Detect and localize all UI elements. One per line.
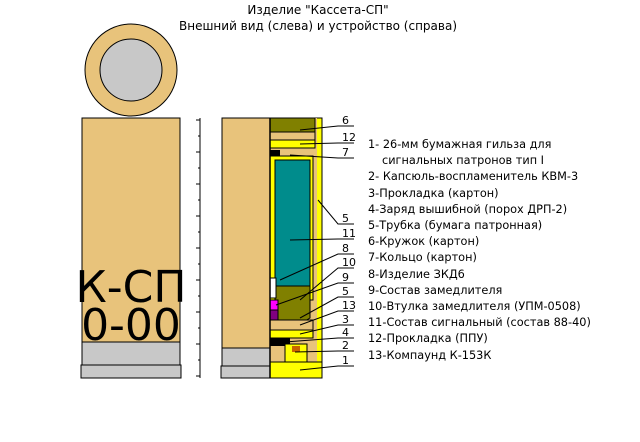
callout-label: 9: [342, 271, 349, 284]
black-insert: [270, 150, 280, 160]
callout-label: 6: [342, 114, 349, 127]
cutaway-view: [220, 117, 323, 379]
callout-leader: [284, 337, 354, 343]
base-section: [269, 361, 323, 379]
delay-composition-9b: [269, 309, 279, 321]
diagram-title: Изделие "Кассета-СП": [247, 3, 389, 17]
callout-leaders: [275, 125, 354, 371]
legend-item-text: 7-Кольцо (картон): [368, 251, 477, 265]
legend-item-text: 1- 26-мм бумажная гильза для: [368, 138, 552, 151]
callout-leader: [299, 365, 354, 371]
callout-label: 5: [342, 285, 349, 298]
external-view: К-СП 0-00: [76, 117, 187, 379]
charge-4: [270, 338, 290, 346]
callout-leader: [289, 238, 354, 241]
compound-13: [269, 319, 314, 331]
legend-item: 8-Изделие ЗКД6: [368, 267, 591, 283]
legend-item-continuation: сигнальных патронов тип I: [382, 154, 545, 168]
callout-leader: [289, 154, 354, 159]
legend-item-text: 13-Компаунд К-153К: [368, 348, 492, 362]
case-rim: [80, 364, 182, 379]
callout-label: 12: [342, 131, 356, 144]
cap-disk-6: [269, 117, 316, 133]
legend-item: 12-Прокладка (ППУ): [368, 331, 591, 347]
callout-label: 8: [342, 242, 349, 255]
legend-item-text: 2- Капсюль-воспламенитель КВМ-3: [368, 170, 579, 184]
marking-line-1: К-СП: [76, 262, 187, 313]
primer-cap: [292, 346, 300, 352]
marking-line-2: 0-00: [81, 300, 181, 351]
legend-item: 11-Состав сигнальный (состав 88-40): [368, 315, 591, 331]
callout-label: 13: [342, 299, 356, 312]
ppu-spacer-12: [269, 131, 316, 141]
legend-item: 7-Кольцо (картон): [368, 250, 591, 266]
legend-item-text: 10-Втулка замедлителя (УПМ-0508): [368, 300, 581, 314]
callout-label: 2: [342, 339, 349, 352]
callout-label: 1: [342, 354, 349, 367]
legend-item: 1- 26-мм бумажная гильза для сигнальных п…: [368, 137, 591, 169]
callout-leader: [299, 324, 354, 335]
callout-label: 7: [342, 146, 349, 159]
callout-label: 3: [342, 313, 349, 326]
zkd6-8: [269, 277, 277, 299]
callout-leader: [299, 296, 354, 319]
legend-item: 3-Прокладка (картон): [368, 186, 591, 202]
legend-item-text: 4-Заряд вышибной (порох ДРП-2): [368, 202, 568, 216]
legend-item-text: 3-Прокладка (картон): [368, 186, 499, 200]
callout-label: 5: [342, 212, 349, 225]
cutaway-case-rim: [220, 365, 274, 379]
callout-leader: [294, 350, 354, 353]
legend-item-text: 6-Кружок (картон): [368, 235, 480, 249]
legend-item-text: 11-Состав сигнальный (состав 88-40): [368, 316, 591, 330]
cutaway-case-outside: [221, 117, 273, 349]
legend-item-text: 8-Изделие ЗКД6: [368, 267, 465, 281]
callout-leader: [299, 267, 354, 301]
callout-leader: [317, 199, 354, 225]
signal-composition-11: [274, 159, 311, 287]
legend-item-text: 12-Прокладка (ППУ): [368, 332, 488, 346]
callout-leader: [299, 125, 354, 131]
end-disc-circle: [99, 38, 163, 102]
cutaway-case-base: [221, 347, 273, 367]
callout-leader: [299, 310, 354, 326]
callout-label: 11: [342, 227, 356, 240]
callout-label: 4: [342, 326, 349, 339]
legend-item-text: 5-Трубка (бумага патронная): [368, 219, 543, 233]
parts-legend: 1- 26-мм бумажная гильза для сигнальных п…: [368, 137, 591, 364]
callout-leader: [279, 253, 354, 281]
ruler: [196, 118, 201, 378]
legend-item-text: 9-Состав замедлителя: [368, 283, 503, 297]
legend-item: 10-Втулка замедлителя (УПМ-0508): [368, 299, 591, 315]
legend-item: 13-Компаунд К-153К: [368, 348, 591, 364]
callout-leader: [299, 142, 354, 145]
legend-item: 5-Трубка (бумага патронная): [368, 218, 591, 234]
top-view: [84, 23, 178, 117]
diagram-subtitle: Внешний вид (слева) и устройство (справа…: [178, 19, 457, 33]
legend-item: 2- Капсюль-воспламенитель КВМ-3: [368, 169, 591, 185]
legend-item: 6-Кружок (картон): [368, 234, 591, 250]
legend-item: 9-Состав замедлителя: [368, 283, 591, 299]
spacer-3: [269, 329, 314, 339]
callout-label: 10: [342, 256, 356, 269]
legend-item: 4-Заряд вышибной (порох ДРП-2): [368, 202, 591, 218]
callout-leader: [275, 282, 354, 306]
